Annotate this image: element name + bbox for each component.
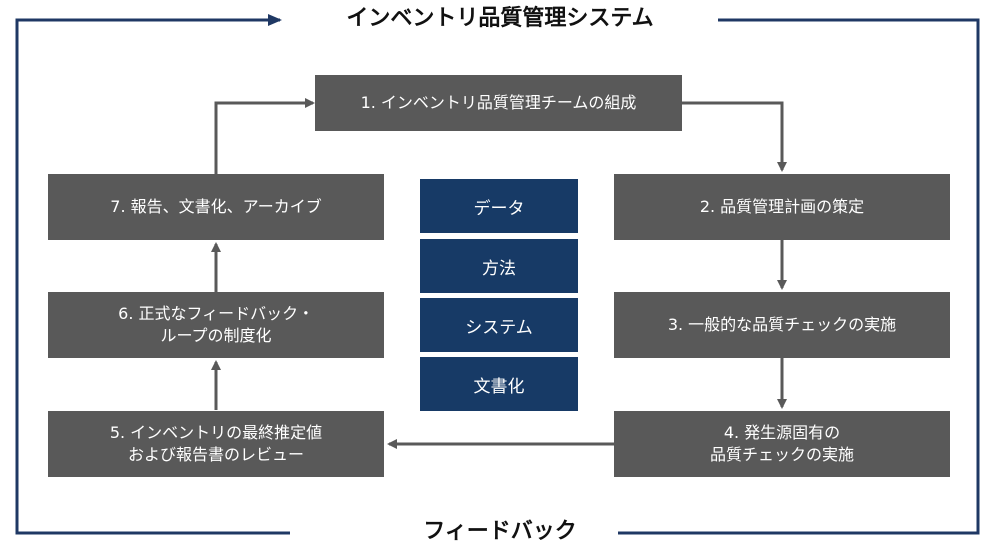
step-1-label: 1. インベントリ品質管理チームの組成 xyxy=(360,93,637,113)
arrow-1-to-2 xyxy=(682,101,787,172)
center-item-documentation: 文書化 xyxy=(420,357,578,411)
center-item-method: 方法 xyxy=(420,239,578,293)
step-5-label: 5. インベントリの最終推定値 および報告書のレビュー xyxy=(109,423,323,464)
center-item-system-label: システム xyxy=(465,317,533,338)
center-item-data-label: データ xyxy=(473,198,525,219)
arrow-7-to-1 xyxy=(214,98,315,178)
step-6-box: 6. 正式なフィードバック・ ループの制度化 xyxy=(48,292,384,358)
center-item-documentation-label: 文書化 xyxy=(473,376,525,397)
step-6-label: 6. 正式なフィードバック・ ループの制度化 xyxy=(118,304,314,345)
feedback-title-text: フィードバック xyxy=(409,519,591,544)
feedback-title: フィードバック xyxy=(0,519,1000,544)
step-4-box: 4. 発生源固有の 品質チェックの実施 xyxy=(614,411,950,477)
step-5-box: 5. インベントリの最終推定値 および報告書のレビュー xyxy=(48,411,384,477)
step-3-box: 3. 一般的な品質チェックの実施 xyxy=(614,292,950,358)
feedback-frame-right xyxy=(618,18,980,535)
step-1-box: 1. インベントリ品質管理チームの組成 xyxy=(315,75,682,131)
step-7-box: 7. 報告、文書化、アーカイブ xyxy=(48,174,384,240)
step-4-label: 4. 発生源固有の 品質チェックの実施 xyxy=(709,423,854,464)
step-7-label: 7. 報告、文書化、アーカイブ xyxy=(110,197,322,217)
center-item-method-label: 方法 xyxy=(482,258,516,279)
step-3-label: 3. 一般的な品質チェックの実施 xyxy=(667,315,897,335)
step-2-label: 2. 品質管理計画の策定 xyxy=(699,197,865,217)
system-title-text: インベントリ品質管理システム xyxy=(332,6,668,31)
system-title: インベントリ品質管理システム xyxy=(0,6,1000,31)
feedback-frame xyxy=(15,14,290,535)
center-item-system: システム xyxy=(420,298,578,352)
center-item-data: データ xyxy=(420,179,578,233)
step-2-box: 2. 品質管理計画の策定 xyxy=(614,174,950,240)
